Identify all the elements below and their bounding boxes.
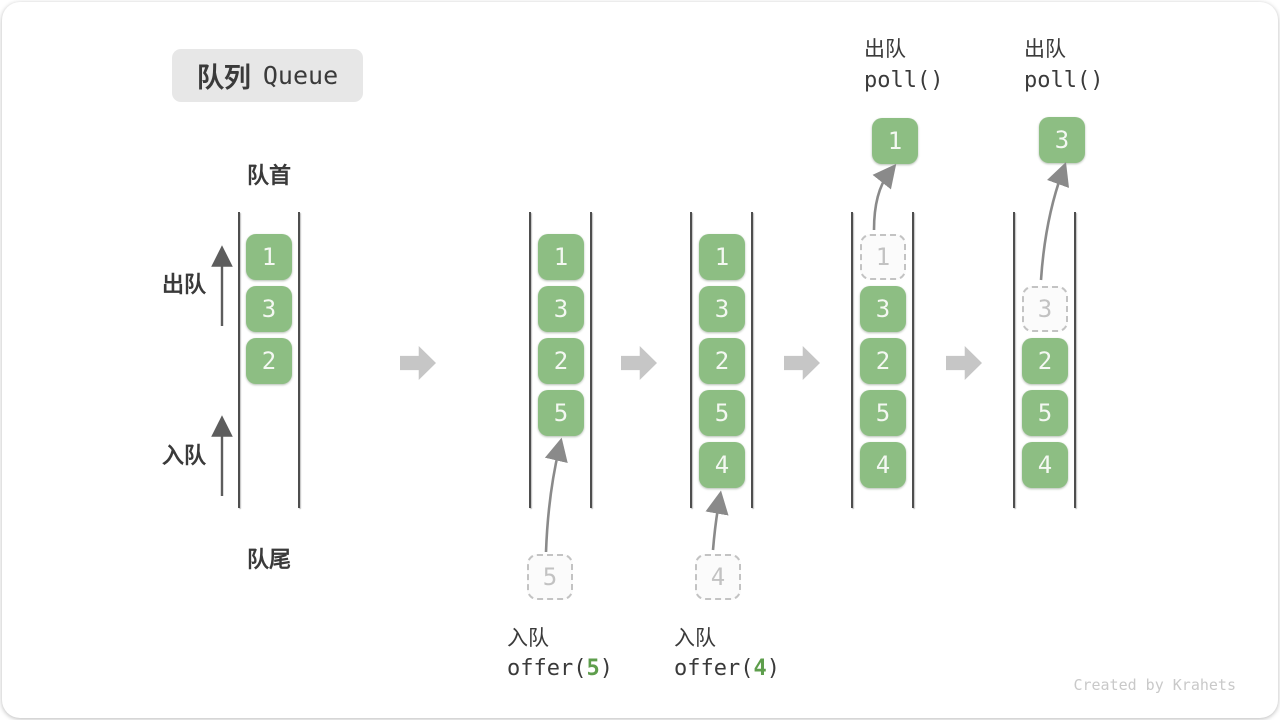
queue1-right-wall	[298, 212, 300, 508]
cell-value: 1	[261, 243, 277, 271]
queue2-cell: 3	[538, 286, 584, 332]
cell-value: 2	[1037, 347, 1053, 375]
queue3-cell: 4	[699, 442, 745, 488]
cell-value: 3	[261, 295, 277, 323]
enqueue-op1-code: offer(5)	[507, 656, 613, 681]
queue2-cell: 2	[538, 338, 584, 384]
queue3-cell: 1	[699, 234, 745, 280]
queue2-right-wall	[590, 212, 592, 508]
queue2-left-wall	[529, 212, 531, 508]
queue1-cell: 2	[246, 338, 292, 384]
cell-value: 4	[875, 451, 891, 479]
cell-value: 5	[875, 399, 891, 427]
dequeue-op2-code: poll()	[1024, 68, 1104, 93]
transition-arrow-icon	[621, 346, 657, 380]
title-en: Queue	[262, 61, 339, 90]
cell-value: 5	[542, 563, 558, 591]
code-text: offer(	[507, 656, 587, 681]
enqueue-op1-label: 入队	[507, 627, 549, 650]
cell-value: 1	[875, 243, 891, 271]
removed-element-1: 1	[872, 118, 918, 164]
cell-value: 2	[261, 347, 277, 375]
watermark: Created by Krahets	[1073, 676, 1236, 694]
enqueue-5-arrow	[544, 437, 568, 553]
queue4-cell: 5	[860, 390, 906, 436]
queue-front-label: 队首	[247, 163, 292, 188]
code-text: offer(	[674, 656, 754, 681]
queue-rear-label: 队尾	[247, 547, 292, 572]
staged-element-4: 4	[695, 554, 741, 600]
cell-value: 2	[553, 347, 569, 375]
cell-value: 4	[714, 451, 730, 479]
queue5-right-wall	[1074, 212, 1076, 508]
poll-1-arrow	[872, 163, 897, 231]
queue3-cell: 3	[699, 286, 745, 332]
staged-element-5: 5	[527, 554, 573, 600]
diagram-title-chip: 队列 Queue	[172, 49, 363, 102]
enqueue-op2-code: offer(4)	[674, 656, 780, 681]
cell-value: 3	[1054, 126, 1070, 154]
dequeue-op2-label: 出队	[1024, 38, 1066, 61]
queue1-cell: 1	[246, 234, 292, 280]
queue4-cell: 4	[860, 442, 906, 488]
cell-value: 3	[1037, 295, 1053, 323]
cell-value: 1	[887, 127, 903, 155]
dequeue-direction-arrow	[211, 245, 233, 326]
transition-arrow-icon	[400, 346, 436, 380]
cell-value: 3	[875, 295, 891, 323]
cell-value: 1	[714, 243, 730, 271]
cell-value: 3	[714, 295, 730, 323]
queue4-right-wall	[912, 212, 914, 508]
queue5-removed-slot: 3	[1022, 286, 1068, 332]
queue1-cell: 3	[246, 286, 292, 332]
cell-value: 4	[1037, 451, 1053, 479]
queue3-right-wall	[751, 212, 753, 508]
enqueue-4-arrow	[705, 490, 729, 551]
cell-value: 2	[875, 347, 891, 375]
enqueue-direction-arrow	[211, 415, 233, 496]
code-text: )	[599, 656, 613, 681]
cell-value: 4	[710, 563, 726, 591]
queue4-left-wall	[851, 212, 853, 508]
dequeue-op1-label: 出队	[864, 38, 906, 61]
queue2-cell: 5	[538, 390, 584, 436]
queue5-left-wall	[1013, 212, 1015, 508]
removed-element-3: 3	[1039, 117, 1085, 163]
cell-value: 1	[553, 243, 569, 271]
cell-value: 3	[553, 295, 569, 323]
cell-value: 2	[714, 347, 730, 375]
queue3-left-wall	[690, 212, 692, 508]
title-zh: 队列	[196, 63, 251, 93]
enqueue-side-label: 入队	[162, 443, 207, 468]
poll-3-arrow	[1039, 161, 1070, 281]
queue4-removed-slot: 1	[860, 234, 906, 280]
queue5-cell: 2	[1022, 338, 1068, 384]
queue5-cell: 5	[1022, 390, 1068, 436]
code-arg: 4	[753, 656, 767, 681]
cell-value: 5	[1037, 399, 1053, 427]
queue2-cell: 1	[538, 234, 584, 280]
cell-value: 5	[553, 399, 569, 427]
queue4-cell: 2	[860, 338, 906, 384]
code-arg: 5	[586, 656, 600, 681]
queue3-cell: 2	[699, 338, 745, 384]
enqueue-op2-label: 入队	[674, 627, 716, 650]
queue1-left-wall	[238, 212, 240, 508]
queue3-cell: 5	[699, 390, 745, 436]
queue5-cell: 4	[1022, 442, 1068, 488]
code-text: )	[766, 656, 780, 681]
dequeue-side-label: 出队	[162, 272, 207, 297]
queue4-cell: 3	[860, 286, 906, 332]
cell-value: 5	[714, 399, 730, 427]
transition-arrow-icon	[946, 346, 982, 380]
dequeue-op1-code: poll()	[864, 68, 944, 93]
transition-arrow-icon	[784, 346, 820, 380]
